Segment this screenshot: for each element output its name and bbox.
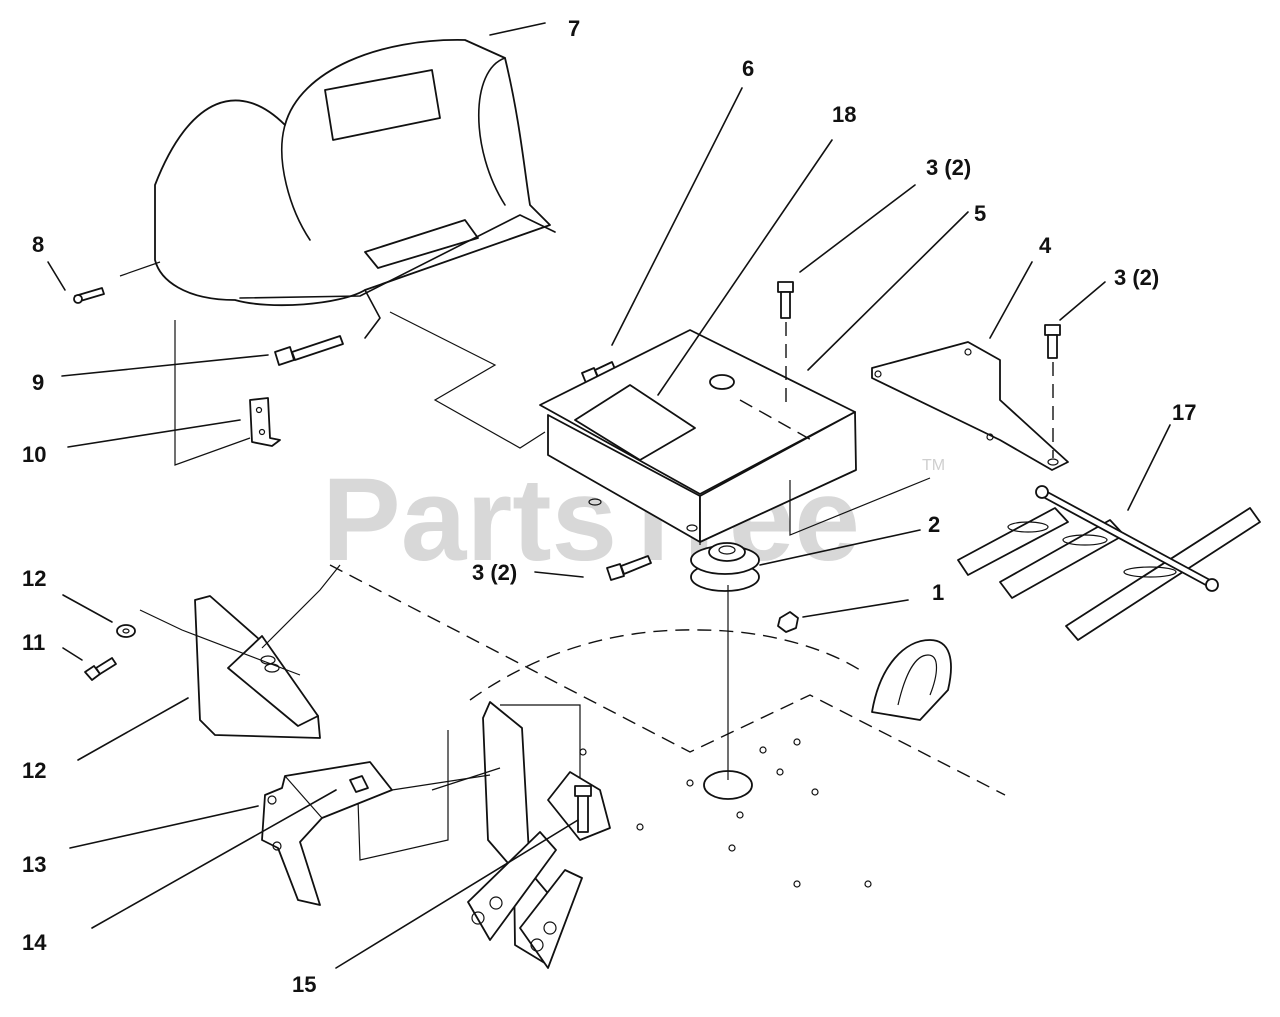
callout-11: 11 — [22, 630, 45, 655]
callout-17: 17 — [1172, 400, 1196, 425]
callout-10: 10 — [22, 442, 46, 467]
part-seat — [154, 39, 556, 339]
callout-3-lower: 3 (2) — [472, 560, 517, 585]
callout-2: 2 — [928, 512, 940, 537]
part-bracket-10 — [249, 397, 281, 447]
callout-1: 1 — [932, 580, 944, 605]
callout-3-right: 3 (2) — [1114, 265, 1159, 290]
callouts: 7 6 18 3 (2) 5 4 3 (2) 17 8 9 10 3 (2) 2… — [22, 16, 1196, 997]
part-pulley — [690, 477, 931, 592]
part-bolt-9 — [274, 335, 344, 366]
part-bolt-3-top — [777, 281, 794, 410]
callout-14: 14 — [22, 930, 47, 955]
callout-6: 6 — [742, 56, 754, 81]
part-bracket-13 — [261, 761, 491, 906]
callout-8: 8 — [32, 232, 44, 257]
callout-12-lower: 12 — [22, 758, 46, 783]
part-nut — [777, 611, 799, 633]
watermark-trademark: TM — [922, 457, 945, 474]
part-deflector — [139, 564, 341, 739]
callout-4: 4 — [1039, 233, 1052, 258]
part-cover-box — [539, 329, 857, 543]
callout-3-top: 3 (2) — [926, 155, 971, 180]
part-deck-front — [357, 701, 583, 969]
callout-9: 9 — [32, 370, 44, 395]
callout-18: 18 — [832, 102, 856, 127]
callout-15: 15 — [292, 972, 316, 997]
part-spindle-bolt — [547, 771, 611, 841]
callout-5: 5 — [974, 201, 986, 226]
part-deck — [329, 564, 1006, 888]
callout-12-upper: 12 — [22, 566, 46, 591]
leader-lines — [47, 22, 1171, 969]
part-rocker-assembly — [957, 485, 1261, 641]
part-screw-11 — [84, 624, 136, 681]
part-bracket-4 — [871, 341, 1069, 471]
part-bolt-3-right — [1044, 324, 1061, 458]
part-pin — [73, 261, 161, 304]
callout-7: 7 — [568, 16, 580, 41]
callout-13: 13 — [22, 852, 46, 877]
part-bolt-3-lower — [606, 555, 652, 581]
